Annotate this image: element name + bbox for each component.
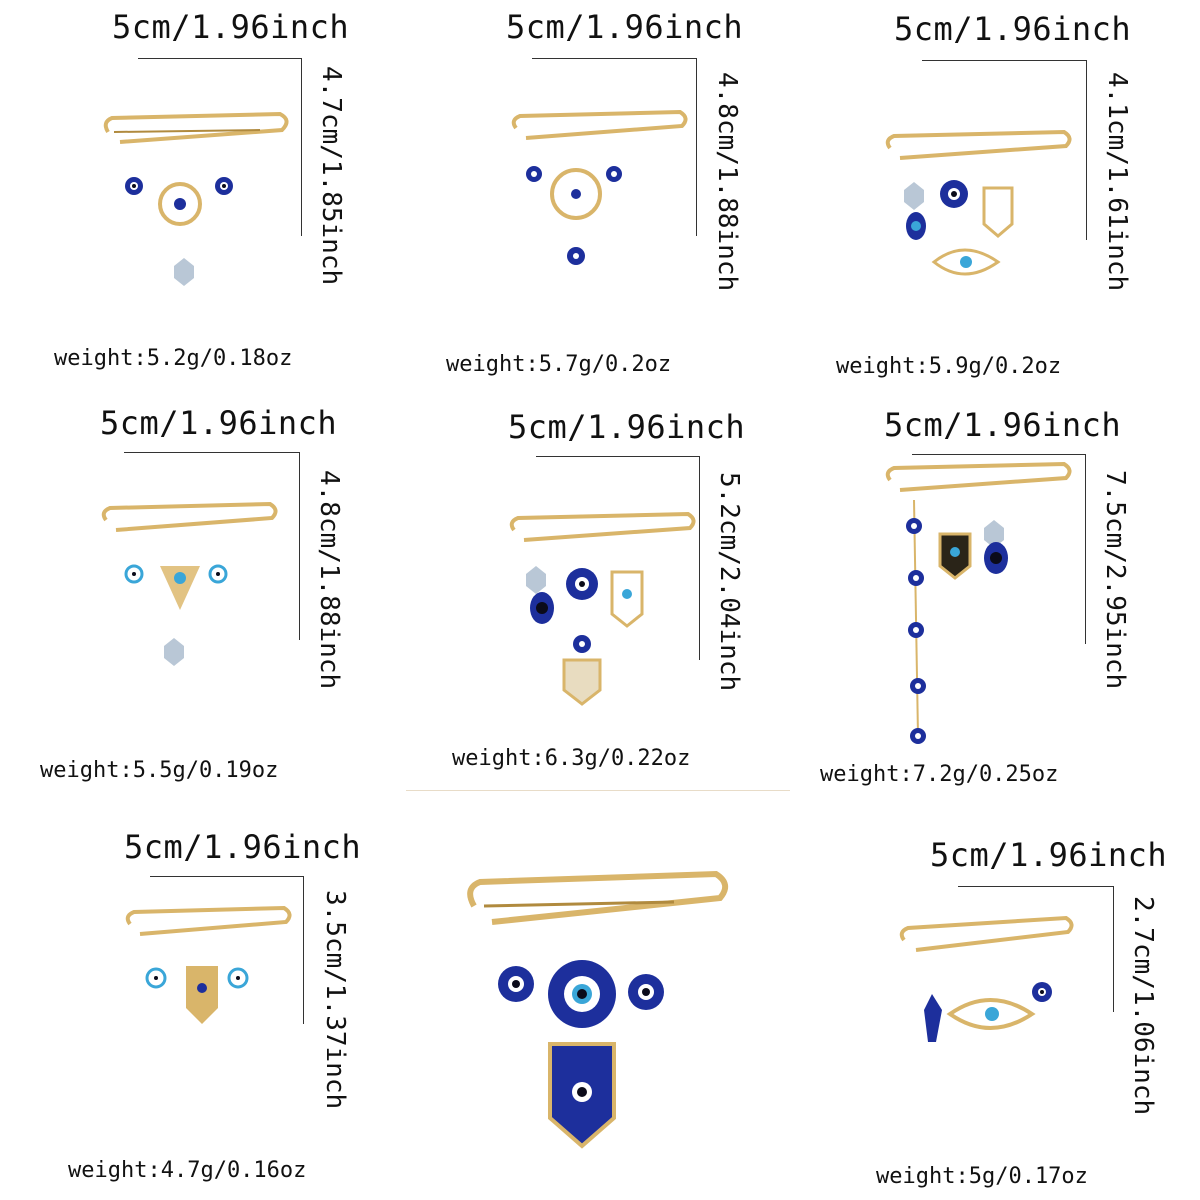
height-dimension-line: [1113, 886, 1114, 1012]
brooch-pin-hamsa-cluster: [509, 511, 696, 706]
width-label: 5cm/1.96inch: [112, 8, 350, 46]
width-dimension-line: [912, 454, 1086, 455]
height-dimension-line: [1086, 60, 1087, 240]
height-label: 4.1cm/1.61inch: [1102, 72, 1132, 292]
height-dimension-line: [1085, 454, 1086, 644]
width-dimension-line: [922, 60, 1086, 61]
height-label: 7.5cm/2.95inch: [1100, 470, 1130, 690]
height-dimension-line: [301, 58, 302, 236]
width-dimension-line: [138, 58, 302, 59]
weight-label: weight:5.7g/0.2oz: [446, 352, 672, 377]
width-label: 5cm/1.96inch: [894, 10, 1132, 48]
height-dimension-line: [696, 58, 697, 236]
height-dimension-line: [303, 876, 304, 1024]
divider-line: [406, 790, 790, 791]
height-label: 4.7cm/1.85inch: [316, 66, 346, 286]
width-dimension-line: [124, 452, 300, 453]
weight-label: weight:7.2g/0.25oz: [820, 762, 1059, 787]
height-label: 4.8cm/1.88inch: [314, 470, 344, 690]
width-label: 5cm/1.96inch: [124, 828, 362, 866]
width-label: 5cm/1.96inch: [506, 8, 744, 46]
height-label: 3.5cm/1.37inch: [320, 890, 350, 1110]
weight-label: weight:5.2g/0.18oz: [54, 346, 293, 371]
height-label: 2.7cm/1.06inch: [1128, 896, 1158, 1116]
width-dimension-line: [150, 876, 304, 877]
width-label: 5cm/1.96inch: [884, 406, 1122, 444]
brooch-pin-evil-eye-v: [101, 501, 278, 666]
brooch-pin-gold-hamsa: [125, 905, 292, 1024]
brooch-pin-eye-crystal: [899, 915, 1074, 1042]
weight-label: weight:6.3g/0.22oz: [452, 746, 691, 771]
width-dimension-line: [536, 456, 700, 457]
brooch-pin-hamsa-eye: [885, 129, 1072, 276]
weight-label: weight:5.9g/0.2oz: [836, 354, 1062, 379]
width-label: 5cm/1.96inch: [508, 408, 746, 446]
height-label: 4.8cm/1.88inch: [712, 72, 742, 292]
width-dimension-line: [532, 58, 696, 59]
brooch-pin-long-chain: [885, 461, 1072, 744]
weight-label: weight:5.5g/0.19oz: [40, 758, 279, 783]
height-dimension-line: [699, 456, 700, 660]
height-dimension-line: [299, 452, 300, 640]
brooch-pin-evil-eye-circle: [511, 109, 688, 265]
width-dimension-line: [958, 886, 1114, 887]
height-label: 5.2cm/2.04inch: [714, 472, 744, 692]
width-label: 5cm/1.96inch: [100, 404, 338, 442]
width-label: 5cm/1.96inch: [930, 836, 1168, 874]
brooch-pin-large-hamsa: [467, 870, 729, 1149]
weight-label: weight:4.7g/0.16oz: [68, 1158, 307, 1183]
brooch-pin-evil-eye-wheel: [103, 111, 289, 286]
weight-label: weight:5g/0.17oz: [876, 1164, 1088, 1189]
